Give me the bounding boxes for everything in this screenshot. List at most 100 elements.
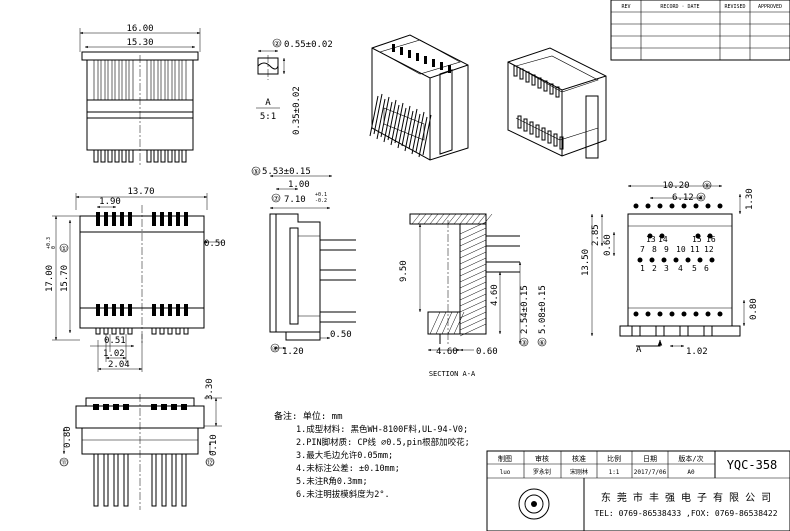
pin [392,44,395,52]
pin [184,212,188,226]
iso-pins-rear [513,65,564,150]
pin [153,59,159,101]
pin [693,203,699,209]
tb-header-date: 日期 [643,455,657,463]
hatch-line [459,305,487,319]
pin [404,110,414,152]
pin-number: 5 [692,264,697,273]
tb-header-scale: 比例 [607,454,621,463]
detail-scale: 5:1 [260,112,276,122]
balloon-lower-left: ⑪ [61,459,68,467]
dim-bottom-foot: 0.80 [749,298,759,320]
pin [669,311,675,317]
tb-value-approved: 宋刚林 [570,468,588,476]
pin-number: 13 [646,235,656,244]
pin [525,71,530,83]
pin [160,149,166,163]
pin [703,325,713,337]
pin [397,107,407,149]
front-view-pins [95,212,189,335]
isometric-view-top [369,34,469,161]
pin [107,59,113,101]
dim-lower-right: 0.10 [209,434,219,456]
pin [440,62,443,70]
notes: 备注: 单位: mm 1.成型材料: 黑色WH-8100F料,UL-94-V0;… [274,410,470,500]
dim-lower-top: 3.30 [205,378,215,400]
pin [96,212,100,226]
pin [394,102,404,144]
pin [167,327,173,335]
pin [553,133,558,147]
pin [159,327,165,335]
pin [549,83,554,95]
pin [543,80,548,92]
notes-heading: 备注: 单位: mm [274,410,343,422]
pin [709,257,715,263]
dim-section-standoff: 4.60 [490,284,500,306]
pin [517,115,522,129]
hatch-line [459,233,487,247]
pin [400,47,403,55]
pin-number: 1 [640,264,645,273]
hatch-line [459,299,487,313]
pin [657,311,663,317]
pin [128,304,132,316]
pin [693,311,699,317]
pin [93,149,99,163]
pin [637,257,643,263]
bottom-pin-numbers: 13 14 15 16 7 8 9 10 11 12 1 2 3 4 5 6 [640,235,716,273]
hatch-line [459,213,469,225]
pin [645,311,651,317]
pin [120,212,124,226]
pin [161,453,167,507]
pin [181,59,187,101]
detail-a: ② 0.55±0.02 0.35±0.02 A 5:1 [256,38,333,135]
pin [408,108,418,150]
hatch-line [471,213,481,225]
balloon-bottom-row-span: ⑨ [704,182,710,190]
detail-view-label: A [265,98,271,108]
balloon-side-body: ⑦ [273,195,279,203]
hatch-line [459,293,487,307]
rev-header-approved: APPROVED [758,4,782,10]
pin [633,203,639,209]
pin [146,149,152,163]
pin [100,59,106,101]
dim-detail-pin: 0.55±0.02 [284,40,333,50]
front-view: 13.70 1.90 17.00 +0.3 0 ① 15.70 0.50 0.5… [45,187,226,372]
dim-bottom-row-span: 10.20 [662,181,689,191]
hatch-line [453,311,465,335]
dim-bottom-pad: 1.02 [686,347,708,357]
pin [705,203,711,209]
balloon-side-base: ④ [272,345,278,353]
iso-pins-front [369,44,451,158]
pin [529,121,534,135]
pin [123,404,129,410]
pin [161,404,167,410]
pin [93,453,99,507]
pin [655,325,665,337]
pin [408,50,411,58]
dim-front-tol-minus: 0 [51,246,57,249]
pin [657,203,663,209]
pin [120,304,124,316]
pin [661,257,667,263]
pin [167,59,173,101]
pin [373,93,383,135]
pin-number: 9 [664,245,669,254]
hatch-line [447,311,459,335]
pin [114,59,120,101]
pin [523,118,528,132]
hatch-line [459,311,487,325]
pin [418,116,428,158]
section-view: 9.50 4.60 ③ 2.54±0.15 ⑥ 5.08±0.15 4.60 0… [399,213,548,378]
dim-front-pad-space: 1.02 [103,349,125,359]
pin [697,257,703,263]
pin [717,311,723,317]
hatch-line [423,213,433,225]
pin [104,304,108,316]
pin [160,304,164,316]
dim-top-overall: 16.00 [126,24,153,34]
dim-section-row: 5.08±0.15 [538,285,548,334]
pin [151,453,157,507]
